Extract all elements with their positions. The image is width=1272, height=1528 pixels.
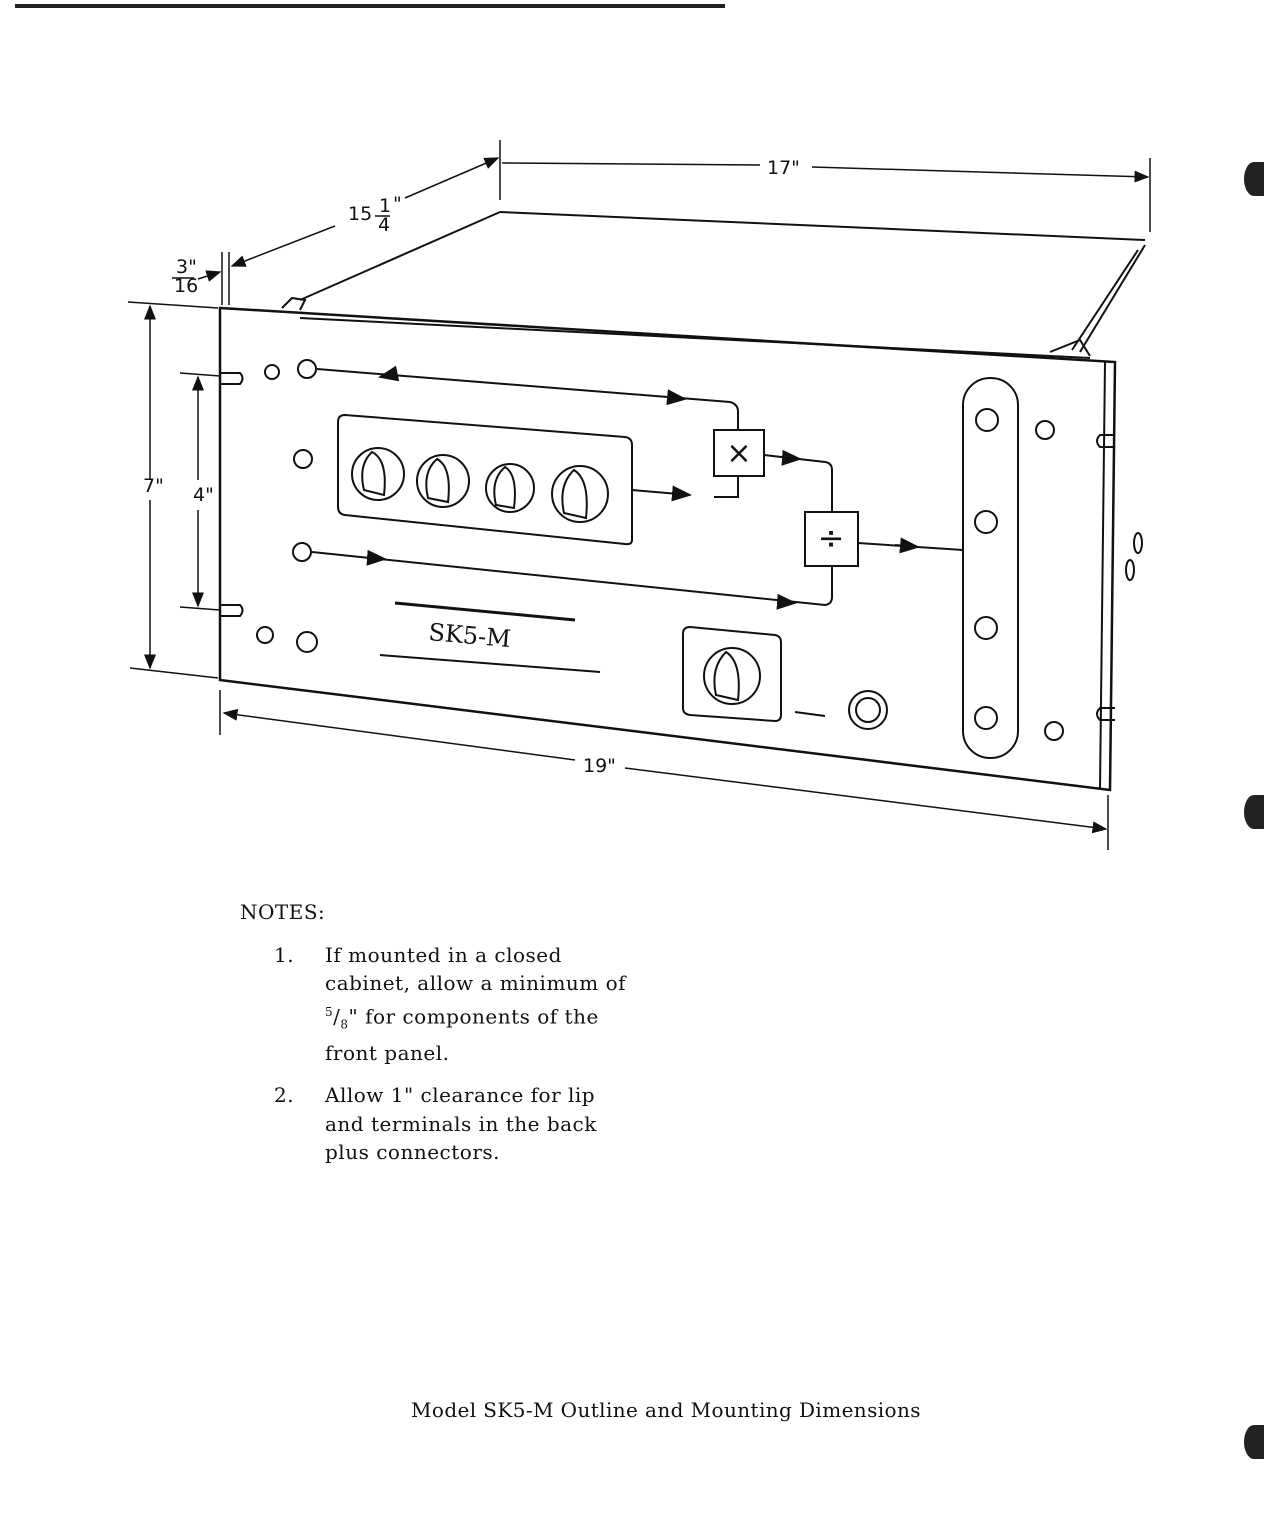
- punch-hole: [1244, 162, 1264, 196]
- chassis-top: [281, 211, 1146, 357]
- note-item: 2. Allow 1" clearance for lip and termin…: [240, 1081, 645, 1167]
- note-text-part: " for components of the front panel.: [325, 1004, 599, 1065]
- dim-17-label: 17": [767, 157, 800, 179]
- fraction-numerator: 5: [325, 1004, 334, 1019]
- notes-section: NOTES: 1. If mounted in a closed cabinet…: [240, 898, 645, 1181]
- dial-knob[interactable]: [416, 454, 470, 508]
- note-number: 1.: [274, 942, 295, 967]
- note-text: Allow 1" clearance for lip and terminals…: [325, 1083, 597, 1165]
- dim-lip-denominator: 16: [174, 275, 198, 297]
- divider-box: [804, 511, 859, 567]
- pilot-lamp: [848, 690, 888, 730]
- dim-15-denominator: 4: [378, 214, 390, 236]
- note-number: 2.: [274, 1083, 295, 1108]
- figure-caption: Model SK5-M Outline and Mounting Dimensi…: [411, 1398, 921, 1422]
- punch-hole: [1244, 795, 1264, 829]
- divide-symbol: ÷: [818, 519, 845, 557]
- dial-knob[interactable]: [485, 463, 535, 513]
- dim-15-inch-mark: ": [393, 193, 402, 215]
- punch-hole: [1244, 1425, 1264, 1459]
- output-jacks: [974, 408, 999, 730]
- output-terminal-strip: [962, 377, 1019, 759]
- note-item: 1. If mounted in a closed cabinet, allow…: [240, 941, 645, 1068]
- dim-lip-numerator: 3": [176, 256, 197, 278]
- dial-knob[interactable]: [551, 465, 609, 523]
- dim-7-label: 7": [143, 475, 164, 497]
- note-text: If mounted in a closed cabinet, allow a …: [325, 942, 627, 1065]
- model-nameplate: SK5-M: [427, 618, 511, 653]
- front-panel: [218, 306, 1143, 792]
- multiply-symbol: ×: [726, 436, 751, 471]
- nameplate-line: [379, 654, 601, 673]
- range-knob-box[interactable]: [682, 625, 782, 723]
- dim-19-label: 19": [583, 755, 616, 777]
- signal-flow-lines: [311, 365, 964, 717]
- dimension-lines: [127, 140, 1151, 850]
- dial-knob[interactable]: [351, 447, 405, 501]
- knob-window: [337, 413, 633, 546]
- notes-heading: NOTES:: [240, 900, 326, 924]
- multiplier-box: [713, 429, 765, 477]
- dim-15-numerator: 1: [379, 195, 391, 217]
- dim-4-label: 4": [193, 484, 214, 506]
- dim-15-label: 15: [348, 203, 372, 225]
- fraction-denominator: 8: [340, 1017, 349, 1032]
- note-text-part: If mounted in a closed cabinet, allow a …: [325, 942, 627, 996]
- scan-edge-bar: [15, 4, 725, 8]
- terminals: [256, 359, 1064, 741]
- nameplate-line: [394, 601, 576, 622]
